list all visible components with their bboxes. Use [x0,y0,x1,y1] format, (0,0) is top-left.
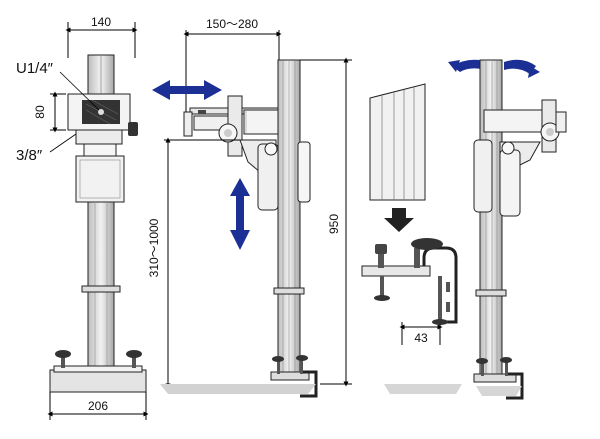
rotation-arrow-icon [448,59,540,78]
clamp-knob [272,356,284,362]
arm-end-plate [183,111,193,137]
front-column [87,201,115,367]
clamp-detail: 43 [361,83,462,394]
clamp-opening-label: 43 [414,331,428,345]
carriage-top [75,129,123,145]
screw-large-label: 3/8″ [16,147,43,164]
base-knob-right [126,350,142,358]
clamp-screw [378,252,384,268]
carriage-neck [83,143,117,157]
carriage-knob [264,142,278,156]
carriage-back [297,141,311,203]
column-collar [81,285,121,293]
table-surface [476,386,522,396]
plate-width-label: 140 [91,15,111,29]
clamp-hook [422,246,458,324]
carriage-body [75,155,125,203]
clamp-top [270,371,310,381]
leader-line [59,71,100,111]
clamp-knob-large [411,238,443,250]
leader-line [49,133,77,153]
rear-view [448,59,567,400]
clamp-foot [374,295,390,301]
plate-height-label: 80 [33,105,47,119]
double-arrow-vertical-icon [230,178,250,250]
rear-carriage-front [499,149,521,217]
clamp-bar [361,265,431,277]
rear-column [479,59,503,383]
screw-quarter-inch [98,109,104,115]
base-screw [61,356,65,368]
rear-carriage-knob [501,141,515,155]
base-width-label: 206 [88,399,108,413]
rear-arm [483,109,545,133]
column-collar [273,287,305,295]
side-view: 150～280 310～1000 [147,17,352,398]
plate-knob [128,122,138,136]
table-surface [384,384,462,394]
rear-carriage [473,139,493,213]
double-arrow-horizontal-icon [152,80,222,100]
down-arrow-icon [384,208,414,232]
arm-reach-label: 150～280 [206,17,258,31]
height-range-label: 310～1000 [147,218,161,277]
table-edge [369,83,426,201]
total-height-label: 950 [327,214,341,234]
front-view: 140 80 U1/4″ 3/8″ [16,15,149,420]
base-knob-left [55,350,71,358]
table-surface [160,384,316,394]
screw-small-label: U1/4″ [16,60,54,77]
front-base [49,369,147,393]
